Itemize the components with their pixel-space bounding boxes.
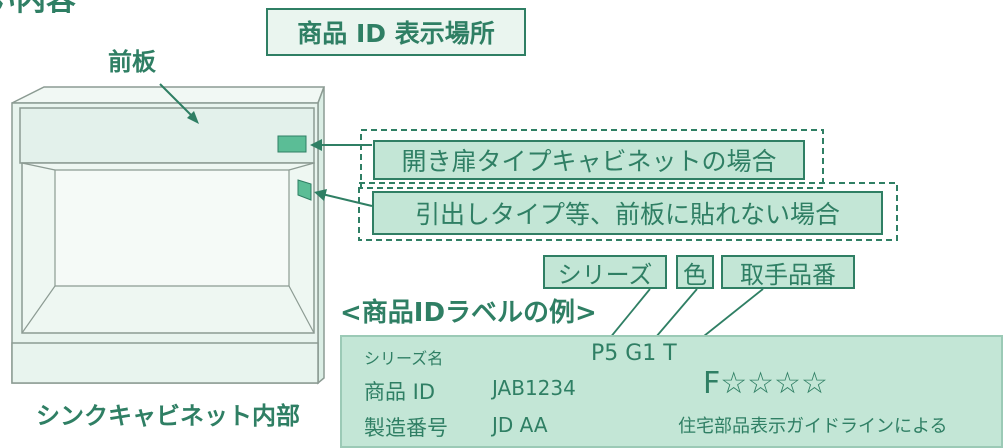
- drawer-type-callout: 引出しタイプ等、前板に貼れない場合: [372, 191, 883, 235]
- front-panel-label: 前板: [108, 48, 156, 76]
- formaldehyde-rating: F☆☆☆☆: [703, 366, 828, 401]
- id-sticker-side-wall: [297, 179, 312, 201]
- id-location-title: 商品 ID 表示場所: [266, 8, 526, 56]
- mfg-number-value: JD AA: [492, 413, 548, 437]
- guideline-note: 住宅部品表示ガイドラインによる: [678, 416, 948, 437]
- door-callout-dashed-box: [360, 129, 824, 189]
- product-id-label-example: [340, 335, 1003, 448]
- series-name-label: シリーズ名: [364, 349, 444, 368]
- drawer-callout-dashed-box: [358, 182, 898, 241]
- id-sticker-front-panel: [277, 135, 307, 153]
- series-field-box: シリーズ: [543, 255, 667, 289]
- handle-number-field-box: 取手品番: [721, 255, 855, 289]
- product-id-label: 商品 ID: [364, 380, 436, 404]
- mfg-number-label: 製造番号: [364, 416, 448, 440]
- cabinet-top: [11, 86, 326, 104]
- label-example-title: <商品IDラベルの例>: [340, 298, 597, 328]
- color-field-box: 色: [676, 255, 714, 289]
- series-code-value: P5 G1 T: [591, 341, 677, 366]
- product-id-value: JAB1234: [492, 376, 576, 400]
- cabinet-right-side: [317, 86, 325, 385]
- interior-back-wall: [54, 169, 290, 287]
- cabinet-caption: シンクキャビネット内部: [36, 402, 300, 430]
- door-type-callout: 開き扉タイプキャビネットの場合: [373, 140, 805, 180]
- page-heading: い内容: [0, 0, 76, 18]
- cabinet-plinth: [11, 342, 319, 384]
- front-panel: [19, 107, 315, 164]
